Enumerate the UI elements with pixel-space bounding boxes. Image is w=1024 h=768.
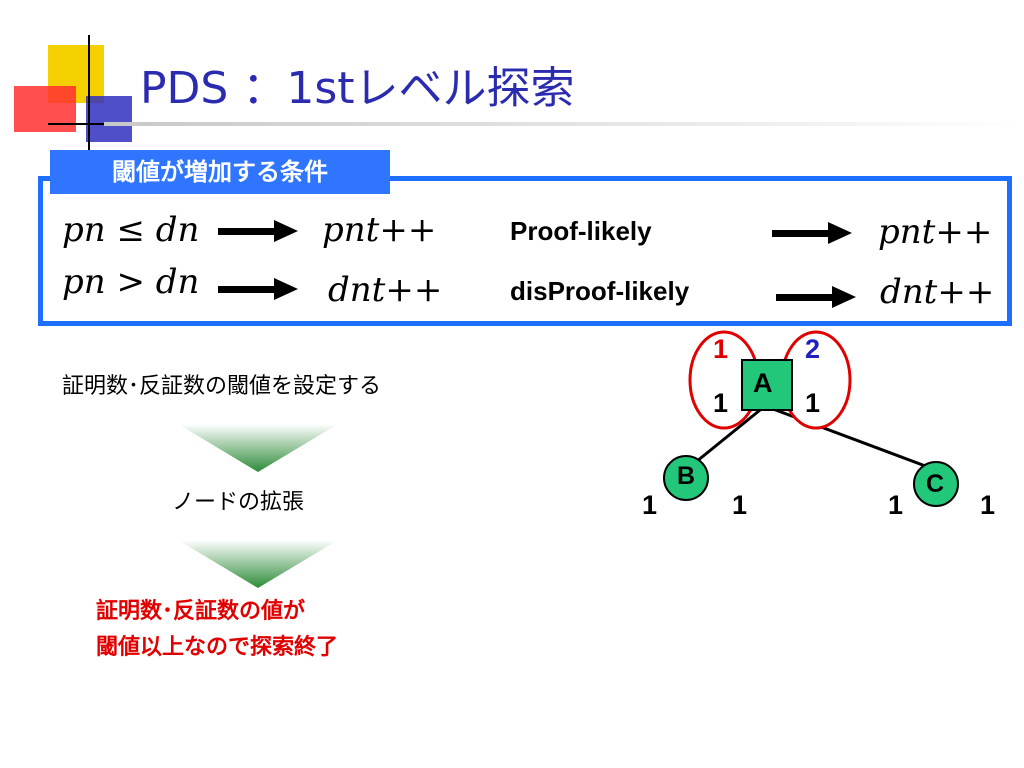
node-c bbox=[913, 461, 959, 507]
condition-2-increment: dnt++ bbox=[328, 270, 443, 310]
title-underline bbox=[104, 122, 1024, 126]
node-a bbox=[741, 359, 793, 411]
node-c-dn: 1 bbox=[980, 490, 996, 520]
node-b-pn: 1 bbox=[642, 490, 658, 520]
arrow-right-icon bbox=[776, 286, 856, 308]
result-line-2: 閾値以上なので探索終了 bbox=[96, 635, 339, 660]
condition-1-type: Proof-likely bbox=[510, 216, 652, 246]
condition-1-type-increment: pnt++ bbox=[878, 212, 993, 252]
node-a-label: A bbox=[753, 368, 773, 398]
edge-a-c bbox=[764, 404, 937, 472]
condition-tab-label: 閾値が増加する条件 bbox=[50, 150, 390, 194]
title-decoration-blue bbox=[86, 96, 132, 142]
node-a-dn-threshold: 2 bbox=[805, 334, 821, 364]
title-decoration-line-horizontal bbox=[48, 123, 118, 125]
node-a-dn: 1 bbox=[805, 388, 821, 418]
node-b-dn: 1 bbox=[732, 490, 748, 520]
node-b bbox=[663, 455, 709, 501]
title-decoration-red bbox=[14, 86, 76, 132]
arrow-right-icon bbox=[218, 220, 298, 242]
result-line-1: 証明数･反証数の値が bbox=[96, 599, 306, 624]
arrow-right-icon bbox=[772, 222, 852, 244]
condition-2-type-increment: dnt++ bbox=[880, 272, 995, 312]
condition-2-type: disProof-likely bbox=[510, 276, 690, 306]
result-text: 証明数･反証数の値が 閾値以上なので探索終了 bbox=[96, 594, 338, 666]
flow-arrow-down-icon bbox=[178, 424, 338, 472]
flow-arrow-down-icon bbox=[178, 540, 338, 588]
step-expand-node: ノードの拡張 bbox=[172, 490, 305, 515]
node-a-pn: 1 bbox=[713, 388, 729, 418]
search-tree-diagram bbox=[663, 330, 959, 507]
condition-box bbox=[38, 176, 1012, 326]
title-decoration-line-vertical bbox=[88, 35, 90, 153]
node-b-label: B bbox=[677, 462, 696, 490]
node-c-label: C bbox=[926, 470, 945, 498]
node-c-pn: 1 bbox=[888, 490, 904, 520]
condition-1-expression: pn ≤ dn bbox=[62, 210, 200, 250]
arrow-right-icon bbox=[218, 278, 298, 300]
condition-2-expression: pn > dn bbox=[62, 262, 200, 302]
condition-1-increment: pnt++ bbox=[322, 210, 437, 250]
slide-title: PDS ：1stレベル探索 bbox=[140, 63, 575, 114]
node-a-pn-threshold: 1 bbox=[713, 334, 729, 364]
step-set-threshold: 証明数･反証数の閾値を設定する bbox=[62, 374, 382, 399]
